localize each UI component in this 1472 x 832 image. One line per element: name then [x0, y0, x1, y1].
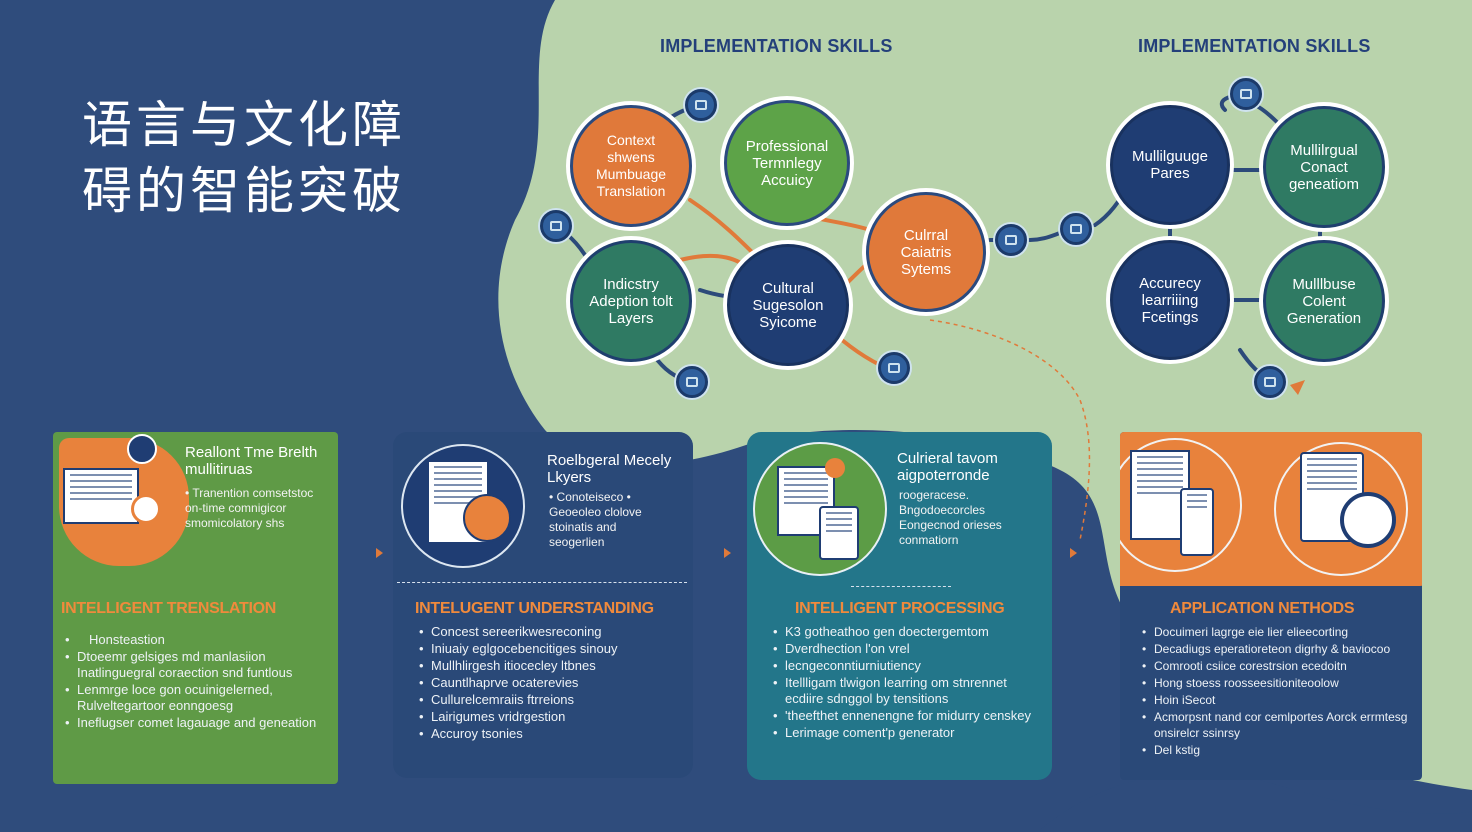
list-item: Hoin iSecot	[1140, 692, 1418, 708]
connector-node-icon	[1230, 78, 1262, 110]
flow-arrow-icon	[1070, 548, 1077, 558]
list-item: Dtoeemr gelsiges md manlasiion Inatlingu…	[63, 649, 333, 681]
connector-node-icon	[540, 210, 572, 242]
list-item: Itellligam tlwigon learring om stnrennet…	[771, 675, 1047, 707]
list-item: Acmorpsnt nand cor cemlportes Aorck errm…	[1140, 709, 1418, 741]
card-label: INTELUGENT UNDERSTANDING	[415, 600, 654, 617]
list-item: Lerimage coment'p generator	[771, 725, 1047, 741]
section-heading-left: IMPLEMENTATION SKILLS	[660, 36, 893, 56]
node-professional-terminology: Professional Termnlegy Accuicy	[724, 100, 850, 226]
list-item: Comrooti csiice corestrsion ecedoitn	[1140, 658, 1418, 674]
connector-node-icon	[685, 89, 717, 121]
node-multiuse-content: Mulllbuse Colent Generation	[1263, 240, 1385, 362]
card-item-list: Docuimeri lagrge eie lier elieecorting D…	[1140, 624, 1418, 759]
list-item: Dverdhection l'on vrel	[771, 641, 1047, 657]
list-item: Honsteastion	[63, 632, 333, 648]
divider	[851, 586, 951, 587]
card-description: roogeracese. Bngodoecorcles Eongecnod or…	[899, 488, 1002, 547]
node-cultural-suggestion: Cultural Sugesolon Syicome	[727, 244, 849, 366]
globe-icon	[127, 434, 157, 464]
list-item: Cullurelcemraiis ftrreions	[417, 692, 687, 708]
card-intelligent-translation: Reallont Tme Brelth mullitiruas • Tranen…	[53, 432, 338, 784]
card-description: • Tranention comsetstoc on-time comnigic…	[185, 486, 314, 530]
card-heading: Culrieral tavom aigpoterronde	[897, 450, 998, 484]
card-label: APPLICATION NETHODS	[1170, 600, 1355, 617]
chat-icon	[131, 494, 161, 524]
tablet-icon	[819, 506, 859, 560]
list-item: Iniuaiy eglgocebencitiges sinouy	[417, 641, 687, 657]
connector-node-icon	[676, 366, 708, 398]
flow-arrow-icon	[376, 548, 383, 558]
phone-icon	[1180, 488, 1214, 556]
list-item: Docuimeri lagrge eie lier elieecorting	[1140, 624, 1418, 640]
card-intelligent-processing: Culrieral tavom aigpoterronde roogeraces…	[747, 432, 1052, 780]
node-multilingual-pairs: Mullilguuge Pares	[1110, 105, 1230, 225]
document-icon	[63, 468, 139, 524]
list-item: Lairigumes vridrgestion	[417, 709, 687, 725]
list-item: Mullhlirgesh itiocecley ltbnes	[417, 658, 687, 674]
list-item: Lenmrge loce gon ocuinigelerned, Rulvelt…	[63, 682, 333, 714]
connector-node-icon	[995, 224, 1027, 256]
card-label: INTELLIGENT PROCESSING	[795, 600, 1005, 617]
divider	[397, 582, 687, 583]
card-application-methods: APPLICATION NETHODS Docuimeri lagrge eie…	[1120, 432, 1422, 780]
flow-arrow-icon	[724, 548, 731, 558]
connector-node-icon	[878, 352, 910, 384]
card-intelligent-understanding: Roelbgeral Mecely Lkyers • Conoteiseco •…	[393, 432, 693, 778]
list-item: Accuroy tsonies	[417, 726, 687, 742]
card-item-list: K3 gotheathoo gen doectergemtom Dverdhec…	[771, 624, 1047, 742]
page-title: 语言与文化障碍的智能突破	[82, 96, 406, 220]
connector-node-icon	[1060, 213, 1092, 245]
card-label: INTELLIGENT TRENSLATION	[61, 600, 277, 617]
leaf-icon	[463, 494, 511, 542]
card-item-list: Honsteastion Dtoeemr gelsiges md manlasi…	[63, 632, 333, 732]
node-multilingual-content: Mullilrgual Conact geneatiom	[1263, 106, 1385, 228]
list-item: 'theefthet ennenengne for midurry censke…	[771, 708, 1047, 724]
magnifier-icon	[1340, 492, 1396, 548]
node-cultural-systems: Culrral Caiatris Sytems	[866, 192, 986, 312]
list-item: K3 gotheathoo gen doectergemtom	[771, 624, 1047, 640]
card-item-list: Concest sereerikwesreconing Iniuaiy eglg…	[417, 624, 687, 743]
node-industry-adaptation: Indicstry Adeption tolt Layers	[570, 240, 692, 362]
list-item: Decadiugs eperatioreteon digrhy & bavioc…	[1140, 641, 1418, 657]
list-item: lecngeconntiurniutiency	[771, 658, 1047, 674]
node-accuracy-learning: Accurecy learriiing Fcetings	[1110, 240, 1230, 360]
card-heading: Roelbgeral Mecely Lkyers	[547, 452, 672, 486]
list-item: Cauntlhaprve ocaterevies	[417, 675, 687, 691]
card-heading: Reallont Tme Brelth mullitiruas	[185, 444, 318, 478]
list-item: Concest sereerikwesreconing	[417, 624, 687, 640]
list-item: Del kstig	[1140, 742, 1418, 758]
connector-node-icon	[1254, 366, 1286, 398]
badge-icon	[825, 458, 845, 478]
card-description: • Conoteiseco • Geoeoleo clolove stoinat…	[549, 490, 642, 549]
node-context-translation: Context shwens Mumbuage Translation	[570, 105, 692, 227]
list-item: Ineflugser comet lagauage and geneation	[63, 715, 333, 731]
section-heading-right: IMPLEMENTATION SKILLS	[1138, 36, 1371, 56]
list-item: Hong stoess roosseesitioniteoolow	[1140, 675, 1418, 691]
